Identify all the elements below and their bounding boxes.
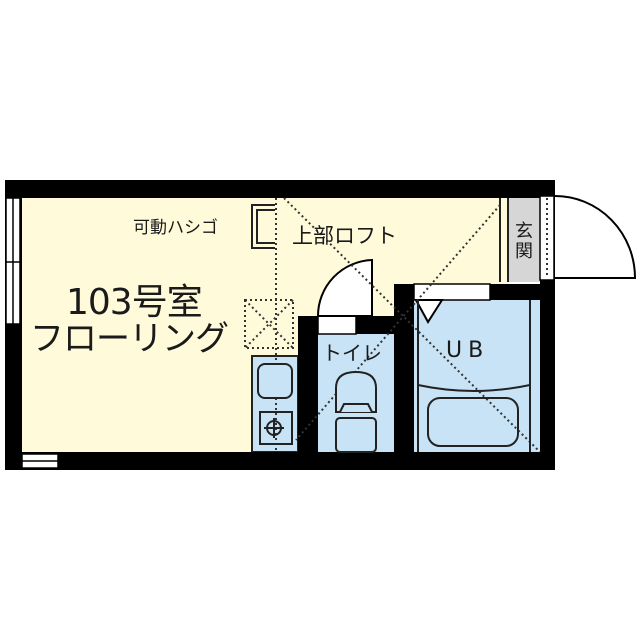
toilet-door[interactable] bbox=[316, 258, 373, 335]
ladder-label: 可動ハシゴ bbox=[133, 218, 218, 238]
room-number: 103号室 bbox=[66, 282, 203, 323]
stove-icon bbox=[259, 411, 293, 445]
window-bottom bbox=[21, 453, 59, 469]
ub-door[interactable] bbox=[413, 283, 491, 324]
loft-outline bbox=[244, 197, 541, 453]
ub-floor bbox=[414, 300, 540, 452]
kitchen-sink-icon bbox=[257, 363, 293, 399]
loft-label: 上部ロフト bbox=[292, 224, 397, 248]
room-type-label: フローリング bbox=[30, 319, 229, 359]
bathtub-icon bbox=[417, 300, 531, 452]
entrance-floor bbox=[508, 198, 540, 282]
ladder-icon bbox=[251, 204, 275, 249]
window-left bbox=[5, 197, 21, 325]
unit-bath-label: UB bbox=[446, 338, 490, 363]
entrance-label: 玄関 bbox=[515, 221, 533, 262]
toilet-icon bbox=[335, 370, 377, 453]
entrance-door[interactable] bbox=[539, 195, 637, 281]
toilet-label: トイレ bbox=[322, 341, 382, 365]
